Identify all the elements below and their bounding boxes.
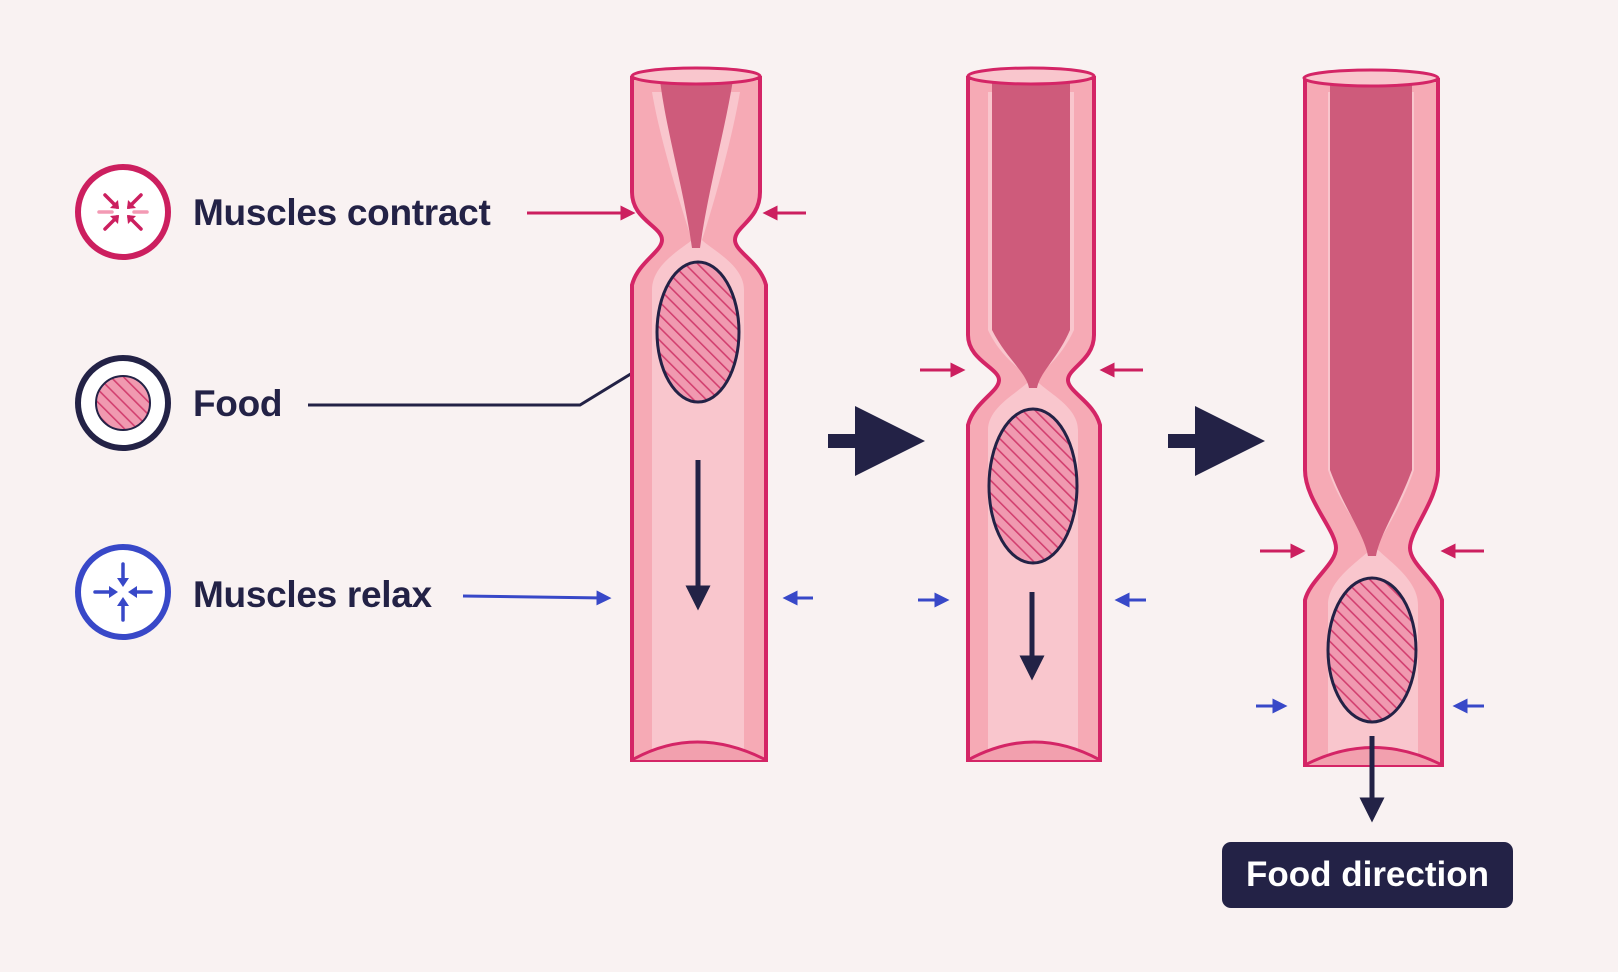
esophagus-stage-2: [918, 66, 1146, 762]
esophagus-stage-3: [1256, 68, 1484, 823]
legend-label-food: Food: [193, 383, 283, 424]
legend-label-contract: Muscles contract: [193, 192, 491, 233]
relax-icon: [75, 544, 171, 640]
legend-label-relax: Muscles relax: [193, 574, 432, 615]
esophagus-stage-1: [630, 66, 813, 762]
food-icon: [75, 355, 171, 451]
relax-leader-line: [462, 590, 612, 606]
contract-icon: [75, 164, 171, 260]
legend: [75, 164, 679, 640]
food-leader-line: [308, 343, 679, 407]
food-bolus: [655, 260, 741, 404]
food-bolus: [987, 407, 1079, 565]
food-bolus: [1326, 576, 1418, 724]
food-direction-badge: Food direction: [1222, 842, 1513, 908]
